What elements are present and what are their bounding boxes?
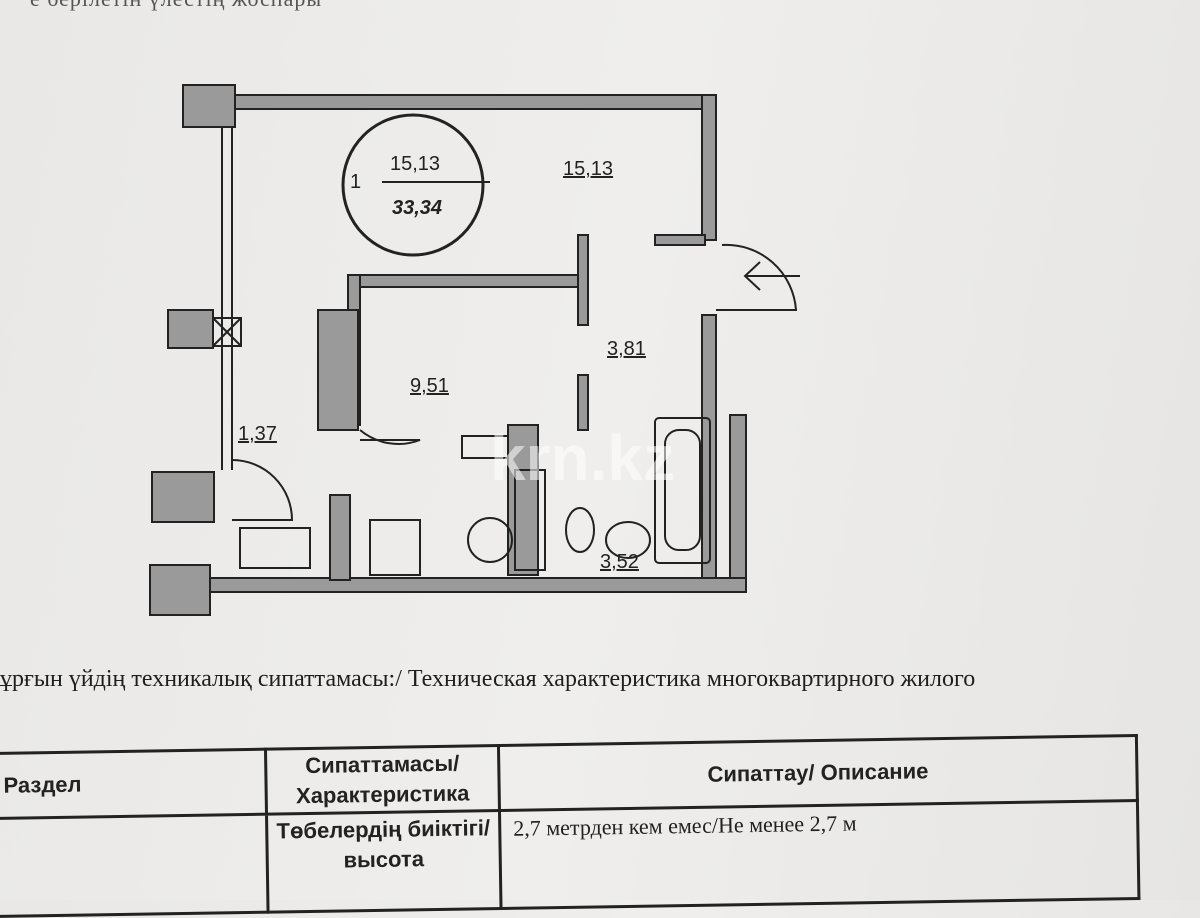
cell-section bbox=[0, 814, 269, 917]
wall-storage bbox=[317, 309, 359, 431]
watermark: krn.kz bbox=[490, 422, 675, 494]
wall-top bbox=[231, 94, 717, 110]
badge-living-area: 15,13 bbox=[390, 153, 440, 175]
door-swing bbox=[359, 429, 421, 445]
stove bbox=[369, 519, 421, 576]
bathtub bbox=[654, 417, 711, 564]
cell-description: 2,7 метрден кем емес/Не менее 2,7 м bbox=[499, 800, 1139, 909]
wall-right-upper bbox=[701, 94, 717, 241]
column-mid-left bbox=[167, 309, 214, 349]
shelving bbox=[514, 469, 546, 571]
header-description: Сипаттау/ Описание bbox=[498, 735, 1138, 811]
wall-right-outer bbox=[729, 414, 747, 588]
column-bottom-left bbox=[149, 564, 211, 616]
door-jamb bbox=[654, 234, 706, 246]
wall-bath bbox=[507, 424, 539, 576]
badge-total-area: 33,34 bbox=[392, 197, 442, 219]
door-swing-2 bbox=[231, 459, 294, 521]
wall-storage-lower bbox=[329, 494, 351, 581]
entrance-arrowhead bbox=[743, 261, 761, 291]
cell-characteristic: Төбелердің биіктігі/высота bbox=[266, 810, 502, 913]
room-area-living: 15,13 bbox=[563, 158, 613, 180]
wall-inner-horizontal bbox=[349, 274, 581, 288]
room-area-bathroom: 3,52 bbox=[600, 551, 639, 573]
entrance-door-swing bbox=[716, 243, 798, 311]
vent-shaft bbox=[212, 317, 242, 347]
room-area-storage: 1,37 bbox=[238, 423, 277, 445]
table-row: Төбелердің биіктігі/высота 2,7 метрден к… bbox=[0, 800, 1139, 917]
toilet bbox=[565, 507, 595, 553]
apartment-badge bbox=[341, 113, 485, 257]
sink bbox=[605, 521, 651, 559]
washing-machine bbox=[467, 517, 513, 563]
wall-bottom bbox=[199, 577, 747, 593]
wall-partition bbox=[577, 234, 589, 326]
characteristics-table: Раздел Сипаттамасы/ Характеристика Сипат… bbox=[0, 734, 1140, 918]
page-top-text: е берілетін үлестің жоспары bbox=[30, 0, 322, 12]
wall-partition-2 bbox=[577, 374, 589, 431]
section-heading: ұрғын үйдің техникалық сипаттамасы:/ Тех… bbox=[0, 666, 976, 692]
wardrobe bbox=[239, 527, 311, 569]
header-section: Раздел bbox=[0, 749, 267, 819]
badge-rooms: 1 bbox=[350, 171, 361, 193]
room-area-kitchen: 9,51 bbox=[410, 375, 449, 397]
column-lower-left bbox=[151, 471, 215, 523]
header-characteristic: Сипаттамасы/ Характеристика bbox=[265, 745, 500, 815]
column-top-left bbox=[182, 84, 236, 128]
room-area-hall: 3,81 bbox=[607, 338, 646, 360]
floor-plan: 1 15,13 33,34 15,13 3,81 9,51 1,37 3,52 … bbox=[149, 84, 800, 616]
counter bbox=[461, 435, 509, 459]
